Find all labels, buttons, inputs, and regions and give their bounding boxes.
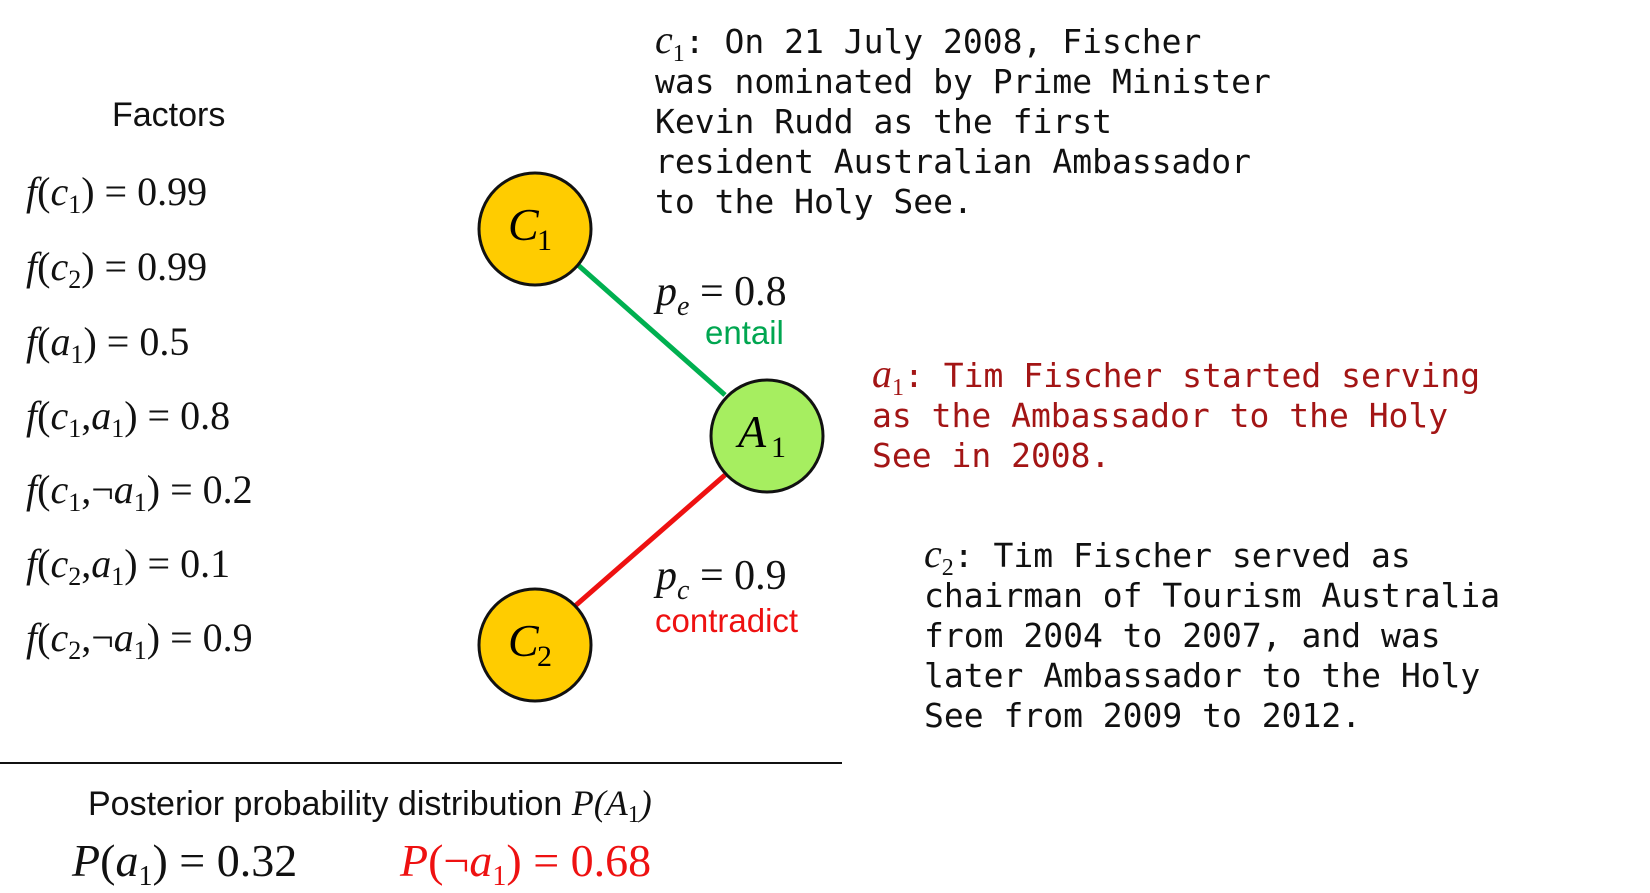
node-c1-letter: C: [508, 199, 540, 250]
node-a1-sub: 1: [771, 431, 786, 464]
factor-a1: f(a1) = 0.5: [26, 319, 190, 369]
node-a1: [709, 378, 825, 494]
contradict-label: contradict: [655, 602, 799, 639]
factor-c2-not-a1: f(c2,¬a1) = 0.9: [26, 615, 253, 665]
node-a1-letter: A: [735, 406, 767, 457]
factor-c1-not-a1: f(c1,¬a1) = 0.2: [26, 467, 253, 517]
contradict-edge: [573, 473, 727, 608]
node-c2-sub: 2: [537, 640, 552, 673]
node-c1: [477, 171, 593, 287]
claim-a1-text: a1: Tim Fischer started serving as the A…: [872, 351, 1481, 476]
node-c1-sub: 1: [537, 224, 552, 257]
entail-edge: [576, 263, 727, 397]
claim-c1-text: c1: On 21 July 2008, Fischer was nominat…: [655, 17, 1271, 222]
posterior-a1: P(a1) = 0.32: [72, 835, 298, 892]
claim-c1-var: c1: [655, 17, 685, 67]
factor-c1-a1: f(c1,a1) = 0.8: [26, 393, 231, 443]
factor-c1: f(c1) = 0.99: [26, 169, 208, 219]
divider: [0, 762, 842, 764]
posterior-not-a1: P(¬a1) = 0.68: [400, 835, 652, 892]
entail-probability: pe = 0.8: [656, 269, 787, 322]
factors-title: Factors: [112, 96, 226, 134]
factor-c2-a1: f(c2,a1) = 0.1: [26, 541, 231, 591]
claim-c2-var: c2: [924, 531, 954, 581]
contradict-probability: pc = 0.9: [656, 553, 787, 606]
claim-a1-var: a1: [872, 351, 904, 401]
posterior-title: Posterior probability distribution P(A1): [88, 783, 652, 828]
entail-label: entail: [705, 314, 784, 351]
claim-c2-text: c2: Tim Fischer served as chairman of To…: [924, 531, 1501, 736]
node-c2: [477, 587, 593, 703]
factor-c2: f(c2) = 0.99: [26, 244, 208, 294]
node-c2-letter: C: [508, 615, 540, 666]
